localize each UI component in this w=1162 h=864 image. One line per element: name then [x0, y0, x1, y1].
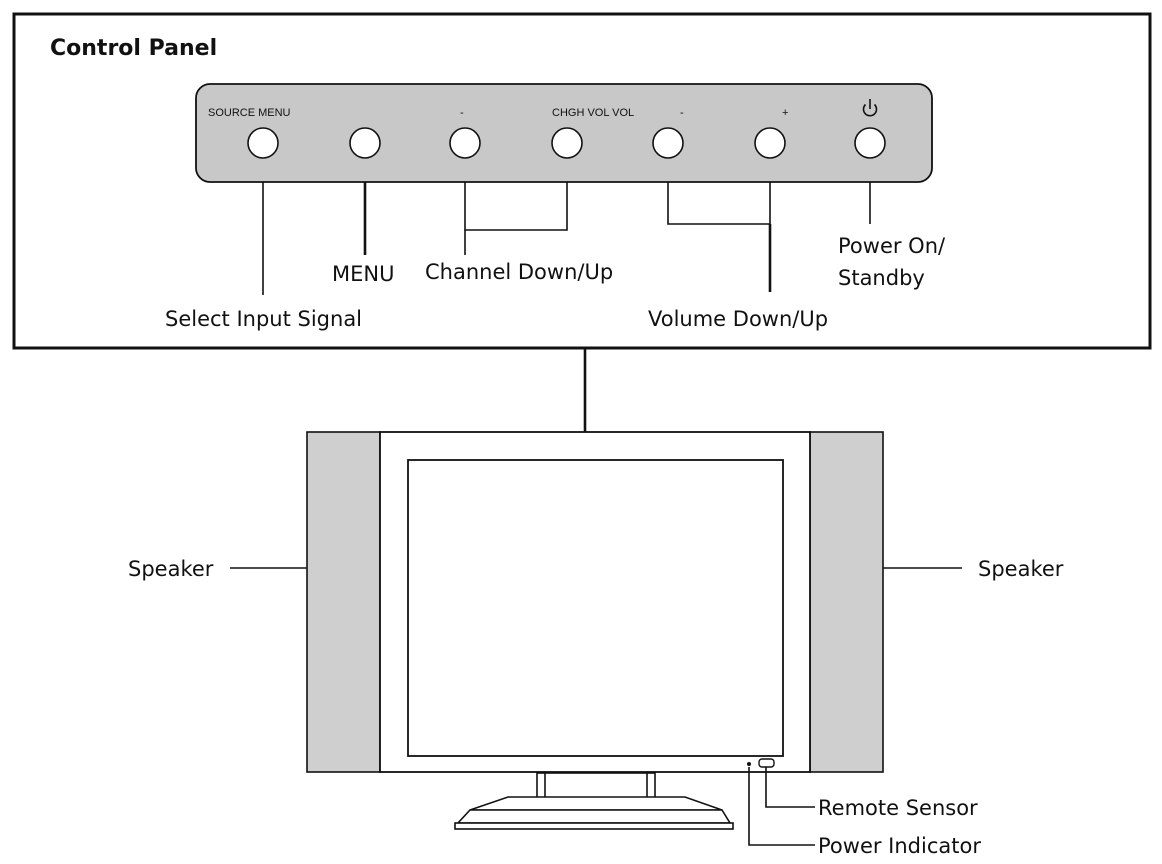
menu-label: MENU	[332, 262, 394, 286]
select-input-label: Select Input Signal	[165, 307, 362, 331]
channel-up-button[interactable]	[551, 127, 583, 159]
label-ch-vol: CHGH VOL VOL	[552, 107, 634, 119]
control-panel-frame	[12, 12, 1152, 350]
remote-sensor-window	[758, 758, 775, 768]
remote-sensor-leader	[765, 767, 815, 808]
power-button[interactable]	[854, 127, 886, 159]
monitor-stand	[454, 772, 734, 830]
speaker-right-label: Speaker	[978, 557, 1064, 581]
label-source-menu: SOURCE MENU	[208, 107, 291, 119]
control-panel-title: Control Panel	[50, 36, 217, 61]
label-vol-minus: -	[680, 107, 684, 119]
power-label-line1: Power On/	[838, 234, 946, 258]
speaker-left-label: Speaker	[128, 557, 214, 581]
channel-label: Channel Down/Up	[425, 260, 613, 284]
volume-down-button[interactable]	[652, 127, 684, 159]
menu-button[interactable]	[349, 127, 381, 159]
speaker-left	[306, 431, 381, 773]
power-indicator-leader	[748, 767, 815, 846]
volume-label: Volume Down/Up	[648, 307, 828, 331]
label-ch-minus: -	[460, 107, 464, 119]
speaker-right	[809, 431, 884, 773]
label-vol-plus: +	[782, 107, 788, 119]
power-icon	[862, 99, 878, 117]
volume-up-button[interactable]	[754, 127, 786, 159]
power-label-line2: Standby	[838, 266, 925, 290]
volume-bracket	[667, 182, 771, 225]
source-button[interactable]	[247, 127, 279, 159]
remote-sensor-label: Remote Sensor	[818, 796, 978, 820]
monitor-screen	[407, 459, 784, 757]
channel-bracket	[464, 182, 568, 231]
power-indicator-led	[747, 762, 751, 766]
power-indicator-label: Power Indicator	[818, 834, 981, 858]
channel-down-button[interactable]	[449, 127, 481, 159]
